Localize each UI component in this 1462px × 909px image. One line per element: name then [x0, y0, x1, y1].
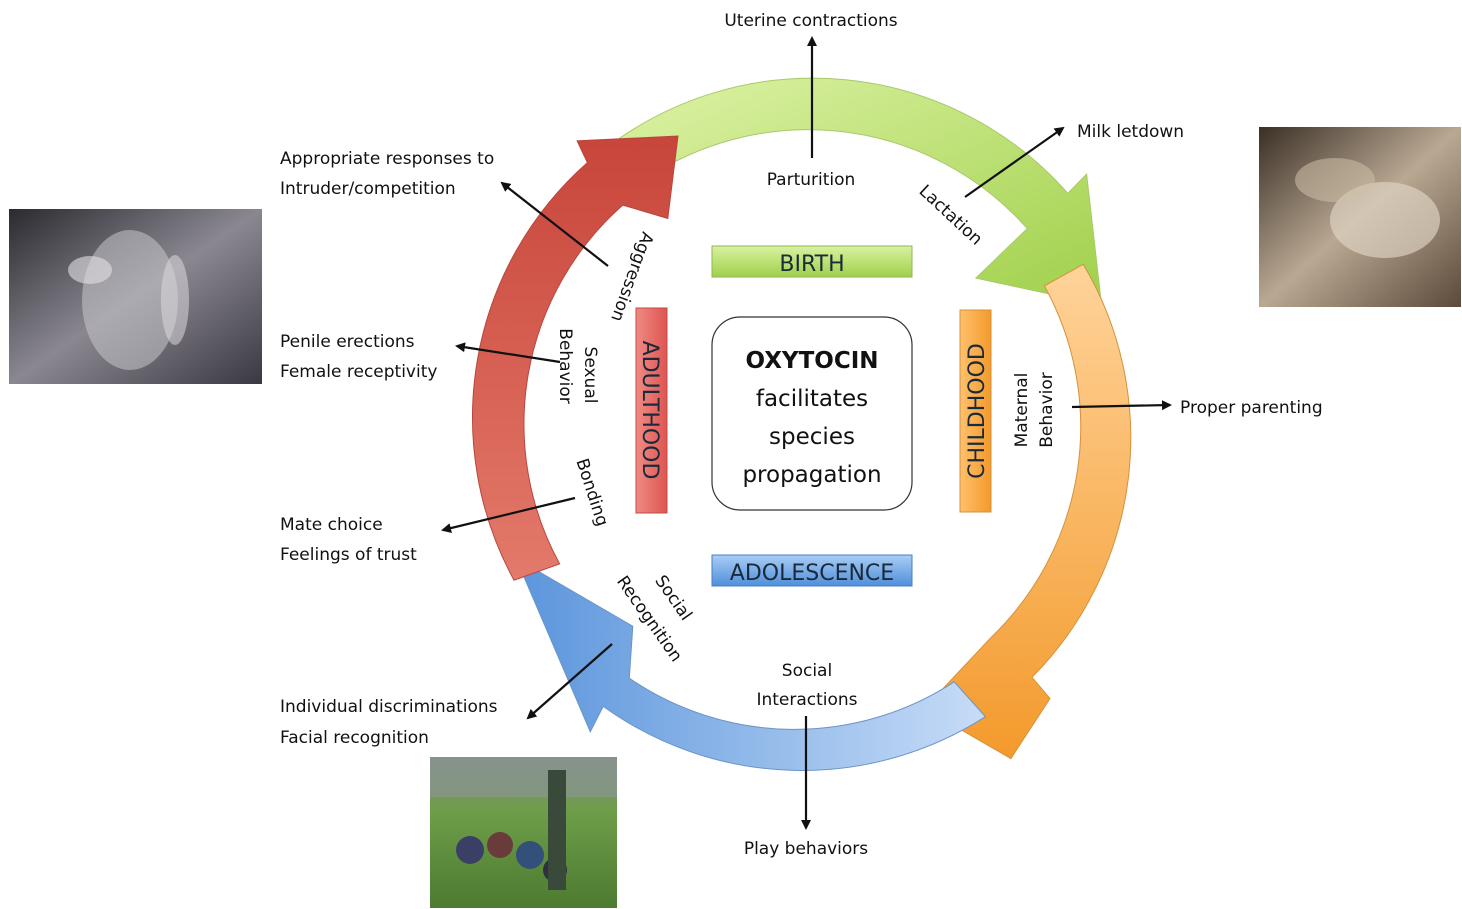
center-box	[711, 316, 913, 511]
center-title: OXYTOCIN	[745, 348, 878, 374]
label-parturition: Parturition	[767, 170, 856, 190]
arrow-milk	[964, 126, 1065, 198]
center-line-1: facilitates	[756, 386, 868, 412]
label-bonding: Bonding	[571, 456, 612, 529]
green-arrow-birth	[605, 77, 1103, 306]
outcome-individual-2: Facial recognition	[280, 728, 429, 748]
label-sexual-2: Behavior	[555, 328, 575, 404]
center-line-3: propagation	[742, 462, 881, 488]
arrow-mate	[441, 496, 576, 533]
label-maternal-2: Behavior	[1037, 372, 1057, 448]
outcome-parenting: Proper parenting	[1180, 398, 1323, 418]
arrow-appropriate	[500, 181, 609, 267]
outcome-individual-1: Individual discriminations	[280, 697, 498, 717]
outcome-appropriate-1: Appropriate responses to	[280, 149, 494, 169]
photo-baby-hand	[1259, 127, 1461, 307]
childhood-box	[959, 309, 992, 513]
label-lactation: Lactation	[915, 181, 986, 249]
arrow-parenting	[1071, 400, 1172, 411]
outcome-appropriate-2: Intruder/competition	[280, 179, 456, 199]
blue-arrow-adolescence	[514, 557, 987, 771]
outcome-penile-2: Female receptivity	[280, 362, 437, 382]
childhood-label: CHILDHOOD	[965, 343, 990, 479]
arrow-individual	[526, 643, 613, 720]
photo-children-playing	[430, 757, 617, 908]
outcome-milk: Milk letdown	[1077, 122, 1184, 142]
arrow-penile	[455, 342, 561, 364]
label-sexual-1: Sexual	[580, 347, 600, 404]
label-maternal-1: Maternal	[1012, 373, 1032, 448]
adolescence-box	[711, 554, 913, 587]
adolescence-label: ADOLESCENCE	[730, 561, 894, 586]
birth-box	[711, 245, 913, 278]
outcome-uterine: Uterine contractions	[724, 11, 897, 31]
photo-embrace	[9, 209, 262, 384]
red-arrow-adulthood	[472, 135, 679, 581]
label-social-interactions-1: Social	[782, 661, 832, 681]
adulthood-label: ADULTHOOD	[637, 341, 662, 480]
outcome-mate-1: Mate choice	[280, 515, 383, 535]
center-line-2: species	[769, 424, 855, 450]
birth-label: BIRTH	[779, 252, 844, 277]
adulthood-box	[635, 307, 668, 514]
outcome-penile-1: Penile erections	[280, 332, 415, 352]
outcome-play: Play behaviors	[744, 839, 868, 859]
label-social-interactions-2: Interactions	[756, 690, 857, 710]
outcome-mate-2: Feelings of trust	[280, 545, 417, 565]
